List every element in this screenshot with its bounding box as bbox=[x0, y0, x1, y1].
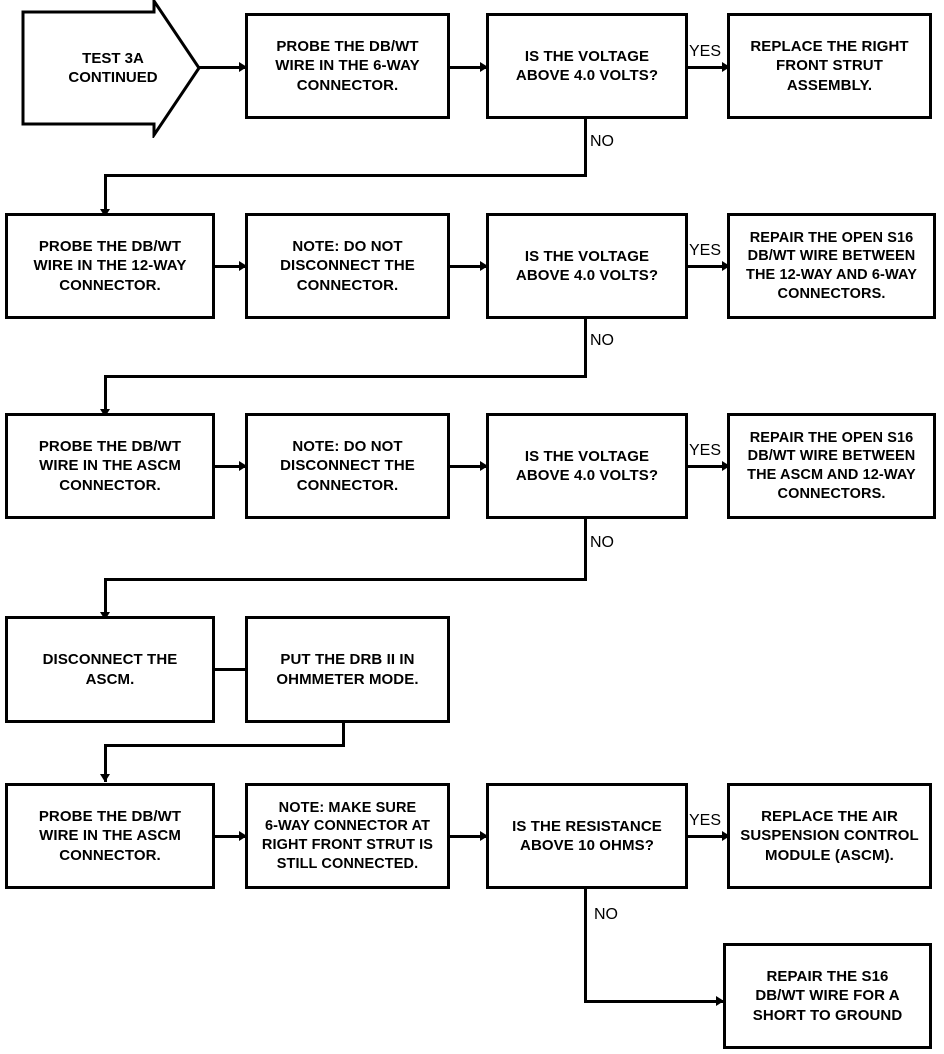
edge-r2-no-vertical bbox=[584, 317, 587, 378]
edge-start-to-r1action bbox=[198, 66, 246, 69]
arrowhead-r1action-to-r1decision bbox=[480, 62, 488, 72]
node-r4-action: DISCONNECT THE ASCM. bbox=[5, 616, 215, 723]
edge-label-r2-yes: YES bbox=[689, 242, 722, 259]
arrowhead-r2note-to-r2decision bbox=[480, 261, 488, 271]
arrowhead-r2decision-yes bbox=[722, 261, 730, 271]
edge-r1-no-vertical bbox=[584, 117, 587, 177]
edge-r2action-to-r2note bbox=[213, 265, 245, 268]
edge-r2-no-drop bbox=[104, 375, 107, 417]
arrowhead-r1decision-yes bbox=[722, 62, 730, 72]
edge-r1-no-drop bbox=[104, 174, 107, 217]
edge-r4action-to-r4action2 bbox=[213, 668, 247, 671]
edge-r5action-to-r5note bbox=[213, 835, 245, 838]
arrowhead-r4-to-r5 bbox=[100, 774, 110, 782]
node-r3-yes-result-label: REPAIR THE OPEN S16 DB/WT WIRE BETWEEN T… bbox=[747, 429, 916, 502]
node-r1-yes-result: REPLACE THE RIGHT FRONT STRUT ASSEMBLY. bbox=[727, 13, 932, 119]
edge-label-r1-no: NO bbox=[590, 133, 614, 150]
edge-r1-no-horizontal bbox=[104, 174, 587, 177]
edge-r3-no-vertical bbox=[584, 517, 587, 581]
edge-label-r3-yes: YES bbox=[689, 442, 722, 459]
edge-r5-no-vertical bbox=[584, 887, 587, 1003]
node-r4-action-label: DISCONNECT THE ASCM. bbox=[42, 651, 178, 688]
edge-r2-no-horizontal bbox=[104, 375, 587, 378]
edge-r3-no-horizontal bbox=[104, 578, 587, 581]
node-r5-no-result-label: REPAIR THE S16 DB/WT WIRE FOR A SHORT TO… bbox=[752, 968, 903, 1024]
node-r3-action-label: PROBE THE DB/WT WIRE IN THE ASCM CONNECT… bbox=[38, 438, 182, 494]
edge-label-r2-no: NO bbox=[590, 332, 614, 349]
node-r5-note: NOTE: MAKE SURE 6-WAY CONNECTOR AT RIGHT… bbox=[245, 783, 450, 889]
arrowhead-r5note-to-r5decision bbox=[480, 831, 488, 841]
node-r1-decision-label: IS THE VOLTAGE ABOVE 4.0 VOLTS? bbox=[515, 47, 659, 84]
edge-r1decision-yes bbox=[686, 66, 730, 69]
node-r4-action2-label: PUT THE DRB II IN OHMMETER MODE. bbox=[276, 651, 419, 688]
arrowhead-r5decision-yes bbox=[722, 831, 730, 841]
node-r4-action2: PUT THE DRB II IN OHMMETER MODE. bbox=[245, 616, 450, 723]
edge-r5decision-yes bbox=[686, 835, 730, 838]
arrowhead-r2action-to-r2note bbox=[239, 261, 247, 271]
edge-r2decision-yes bbox=[686, 265, 730, 268]
edge-r3-no-drop bbox=[104, 578, 107, 620]
node-r5-yes-result: REPLACE THE AIR SUSPENSION CONTROL MODUL… bbox=[727, 783, 932, 889]
node-r1-action: PROBE THE DB/WT WIRE IN THE 6-WAY CONNEC… bbox=[245, 13, 450, 119]
arrowhead-r3decision-yes bbox=[722, 461, 730, 471]
node-r2-note: NOTE: DO NOT DISCONNECT THE CONNECTOR. bbox=[245, 213, 450, 319]
edge-r3action-to-r3note bbox=[213, 465, 245, 468]
node-r2-action-label: PROBE THE DB/WT WIRE IN THE 12-WAY CONNE… bbox=[33, 238, 187, 294]
arrowhead-r5-no bbox=[716, 996, 724, 1006]
edge-r5note-to-r5decision bbox=[448, 835, 488, 838]
edge-r3note-to-r3decision bbox=[448, 465, 488, 468]
edge-label-r5-yes: YES bbox=[689, 812, 722, 829]
edge-r4-to-r5-vertical bbox=[342, 721, 345, 746]
edge-label-r1-yes: YES bbox=[689, 43, 722, 60]
edge-label-r5-no: NO bbox=[594, 906, 618, 923]
arrowhead-start-to-r1action bbox=[239, 62, 247, 72]
node-r1-action-label: PROBE THE DB/WT WIRE IN THE 6-WAY CONNEC… bbox=[275, 38, 420, 94]
edge-r2note-to-r2decision bbox=[448, 265, 488, 268]
node-r2-decision: IS THE VOLTAGE ABOVE 4.0 VOLTS? bbox=[486, 213, 688, 319]
node-r3-action: PROBE THE DB/WT WIRE IN THE ASCM CONNECT… bbox=[5, 413, 215, 519]
node-r5-action-label: PROBE THE DB/WT WIRE IN THE ASCM CONNECT… bbox=[38, 808, 182, 864]
arrow-outline-icon bbox=[21, 0, 201, 138]
arrowhead-r3note-to-r3decision bbox=[480, 461, 488, 471]
edge-label-r3-no: NO bbox=[590, 534, 614, 551]
start-arrow-node: TEST 3A CONTINUED bbox=[20, 0, 202, 138]
edge-r4-to-r5-drop bbox=[104, 744, 107, 782]
node-r2-yes-result: REPAIR THE OPEN S16 DB/WT WIRE BETWEEN T… bbox=[727, 213, 936, 319]
node-r2-yes-result-label: REPAIR THE OPEN S16 DB/WT WIRE BETWEEN T… bbox=[746, 229, 917, 302]
node-r5-yes-result-label: REPLACE THE AIR SUSPENSION CONTROL MODUL… bbox=[740, 808, 919, 864]
node-r2-note-label: NOTE: DO NOT DISCONNECT THE CONNECTOR. bbox=[280, 238, 415, 294]
edge-r1action-to-r1decision bbox=[448, 66, 488, 69]
node-r1-decision: IS THE VOLTAGE ABOVE 4.0 VOLTS? bbox=[486, 13, 688, 119]
node-r5-decision-label: IS THE RESISTANCE ABOVE 10 OHMS? bbox=[512, 817, 662, 854]
node-r3-note: NOTE: DO NOT DISCONNECT THE CONNECTOR. bbox=[245, 413, 450, 519]
node-r3-decision: IS THE VOLTAGE ABOVE 4.0 VOLTS? bbox=[486, 413, 688, 519]
node-r3-note-label: NOTE: DO NOT DISCONNECT THE CONNECTOR. bbox=[280, 438, 415, 494]
node-r2-decision-label: IS THE VOLTAGE ABOVE 4.0 VOLTS? bbox=[515, 247, 659, 284]
start-arrow-label: TEST 3A CONTINUED bbox=[68, 49, 158, 87]
arrowhead-r3action-to-r3note bbox=[239, 461, 247, 471]
edge-r5-no-horizontal bbox=[584, 1000, 724, 1003]
node-r3-decision-label: IS THE VOLTAGE ABOVE 4.0 VOLTS? bbox=[515, 447, 659, 484]
node-r1-yes-result-label: REPLACE THE RIGHT FRONT STRUT ASSEMBLY. bbox=[750, 38, 909, 94]
node-r2-action: PROBE THE DB/WT WIRE IN THE 12-WAY CONNE… bbox=[5, 213, 215, 319]
node-r3-yes-result: REPAIR THE OPEN S16 DB/WT WIRE BETWEEN T… bbox=[727, 413, 936, 519]
node-r5-note-label: NOTE: MAKE SURE 6-WAY CONNECTOR AT RIGHT… bbox=[261, 799, 434, 872]
node-r5-action: PROBE THE DB/WT WIRE IN THE ASCM CONNECT… bbox=[5, 783, 215, 889]
edge-r4-to-r5-horizontal bbox=[104, 744, 345, 747]
node-r5-decision: IS THE RESISTANCE ABOVE 10 OHMS? bbox=[486, 783, 688, 889]
edge-r3decision-yes bbox=[686, 465, 730, 468]
arrowhead-r5action-to-r5note bbox=[239, 831, 247, 841]
node-r5-no-result: REPAIR THE S16 DB/WT WIRE FOR A SHORT TO… bbox=[723, 943, 932, 1049]
